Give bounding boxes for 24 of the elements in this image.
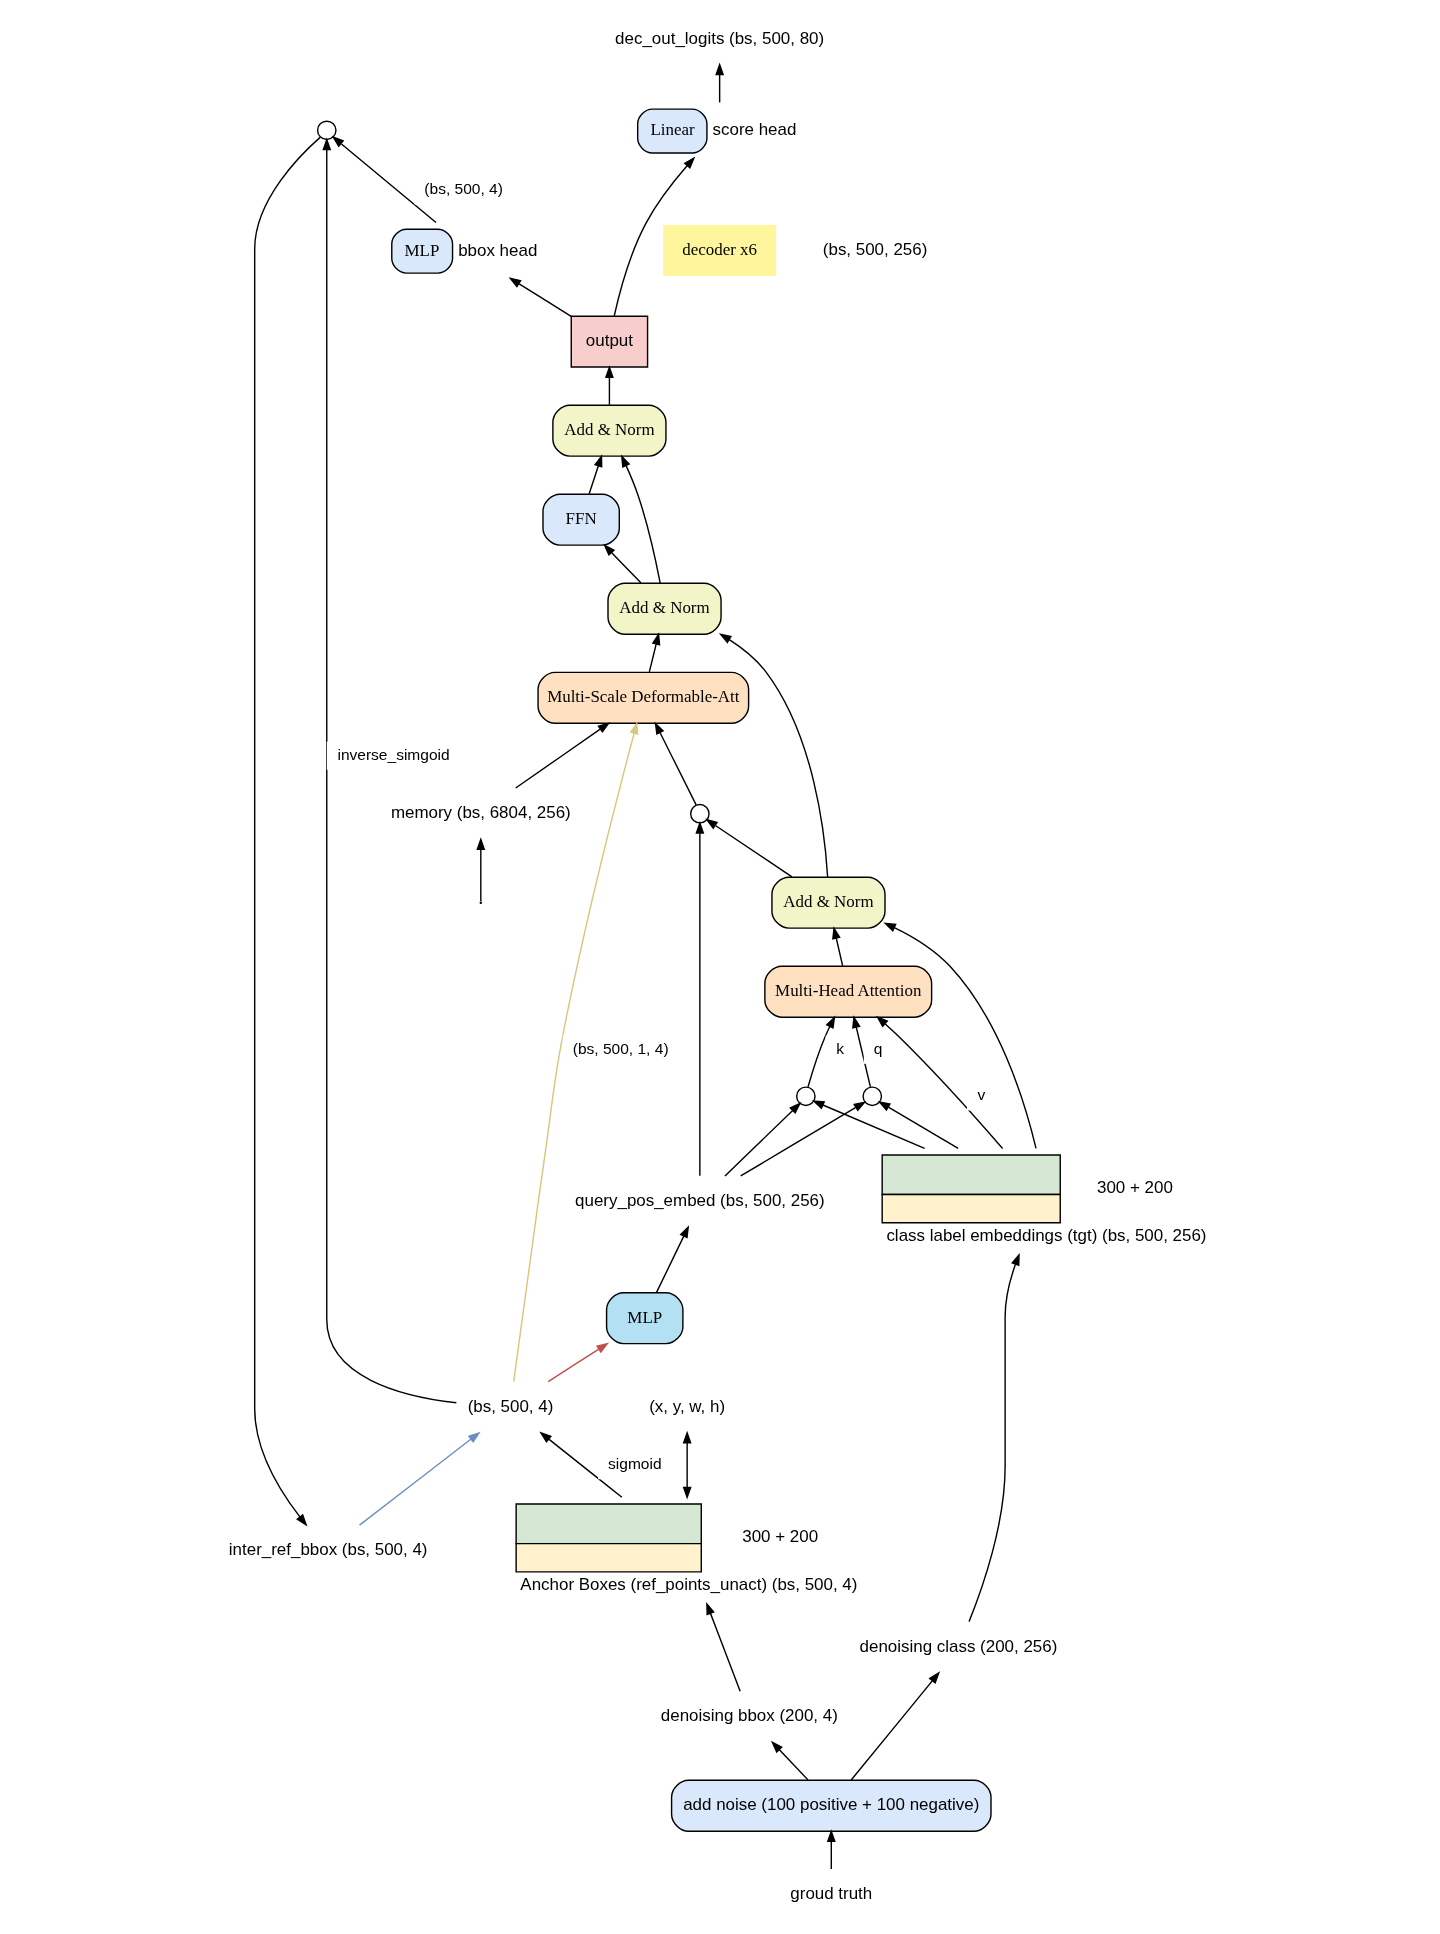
label: (bs, 500, 256) [822, 239, 928, 259]
edge-label: (bs, 500, 1, 4) [572, 1039, 669, 1057]
node-label: bbox head [458, 240, 538, 260]
node-label: 300 + 200 [1096, 1178, 1173, 1198]
node-text: memory (bs, 6804, 256) [390, 803, 571, 823]
node-label: Anchor Boxes (ref_points_unact) (bs, 500, 4) [520, 1574, 858, 1594]
edge-label: inverse_simgoid [337, 745, 450, 763]
label: decoder x6 [682, 239, 758, 259]
node-text: dec_out_logits (bs, 500, 80) [615, 28, 825, 48]
node-text: (bs, 500, 4) [467, 1396, 554, 1416]
edge-label: (bs, 500, 4) [424, 180, 503, 198]
node-label: score head [712, 120, 797, 140]
edge-label: k [836, 1039, 845, 1057]
node-text: query_pos_embed (bs, 500, 256) [575, 1190, 825, 1210]
node-text: inter_ref_bbox (bs, 500, 4) [228, 1540, 428, 1560]
node-text: groud truth [790, 1884, 873, 1904]
edge-label: v [977, 1086, 986, 1104]
node-label: class label embeddings (tgt) (bs, 500, 256) [886, 1225, 1207, 1245]
node-text: denoising class (200, 256) [859, 1636, 1058, 1656]
node-text: denoising bbox (200, 4) [660, 1706, 838, 1726]
node-text: (x, y, w, h) [649, 1396, 726, 1416]
edge-label: sigmoid [608, 1455, 662, 1473]
node-label: 300 + 200 [742, 1527, 819, 1547]
edge-label: q [873, 1039, 883, 1057]
